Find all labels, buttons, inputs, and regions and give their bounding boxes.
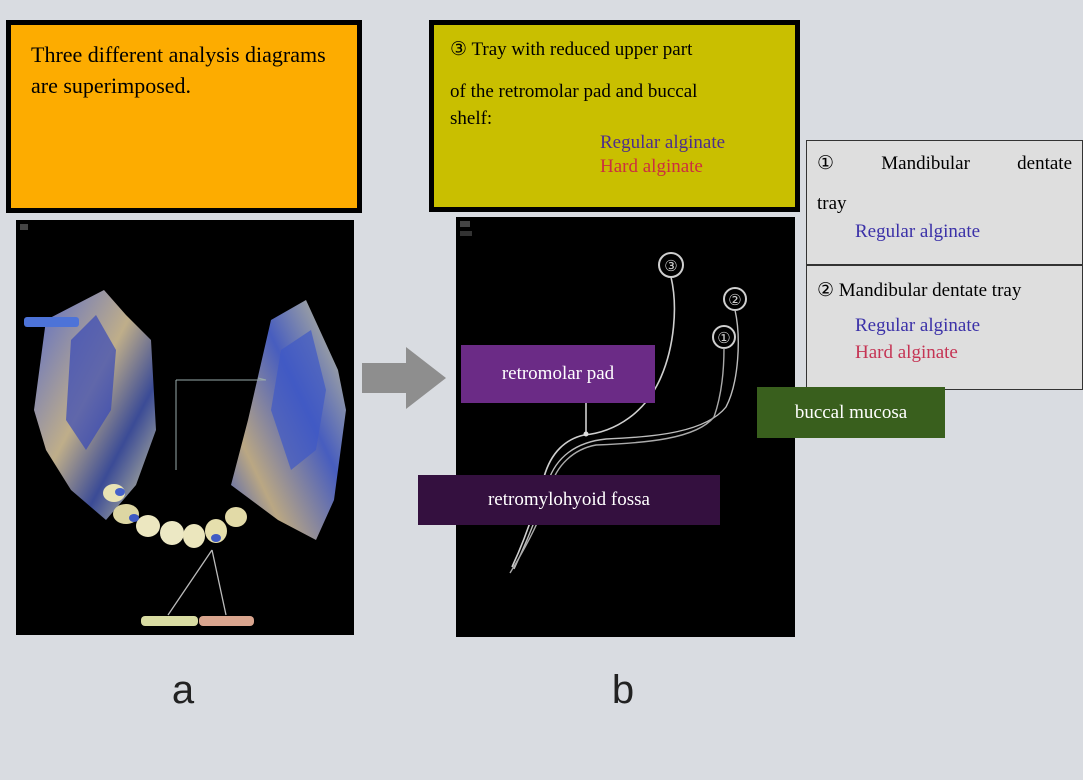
panel-letter-a: a xyxy=(171,668,195,712)
panel-1-legend-regular: Regular alginate xyxy=(855,221,981,242)
label-buccal-mucosa: buccal mucosa xyxy=(757,387,945,438)
tray-panel-2: ② Mandibular dentate tray Regular algina… xyxy=(806,265,1083,390)
marker-1: ① xyxy=(717,330,730,347)
panel-1-word-dentate: dentate xyxy=(1017,153,1072,174)
note-b-line-2: of the retromolar pad and buccal xyxy=(450,81,698,102)
panel-2-heading: ② Mandibular dentate tray xyxy=(817,280,1022,301)
marker-2: ② xyxy=(728,292,741,309)
note-b-legend-regular: Regular alginate xyxy=(600,132,726,153)
panel-1-number: ① xyxy=(817,153,835,174)
note-b-line-1: ③ Tray with reduced upper part xyxy=(450,39,693,60)
label-retromolar-pad: retromolar pad xyxy=(461,345,655,403)
note-b-legend-hard: Hard alginate xyxy=(600,156,703,177)
marker-3: ③ xyxy=(664,258,677,275)
tray-panel-1: ① Mandibular dentate tray Regular algina… xyxy=(806,140,1083,265)
note-a-text: Three different analysis diagrams are su… xyxy=(31,42,326,98)
label-retromylohyoid-fossa: retromylohyoid fossa xyxy=(418,475,720,525)
image-a-superimposed-analysis xyxy=(16,220,354,635)
panel-1-word-mandibular: Mandibular xyxy=(881,153,970,174)
note-box-b: ③ Tray with reduced upper part of the re… xyxy=(429,20,800,212)
jaw-3d-illustration xyxy=(20,224,346,626)
image-b-tray-outlines: ③ ② ① xyxy=(456,217,795,637)
note-b-line-3: shelf: xyxy=(450,108,493,129)
panel-2-legend-hard: Hard alginate xyxy=(855,342,958,363)
arrow-right-icon xyxy=(362,347,446,409)
panel-letter-b: b xyxy=(611,668,635,712)
panel-2-legend-regular: Regular alginate xyxy=(855,315,981,336)
note-box-a: Three different analysis diagrams are su… xyxy=(6,20,362,213)
outline-tracing-illustration: ③ ② ① xyxy=(460,221,747,574)
panel-1-word-tray: tray xyxy=(817,193,847,214)
